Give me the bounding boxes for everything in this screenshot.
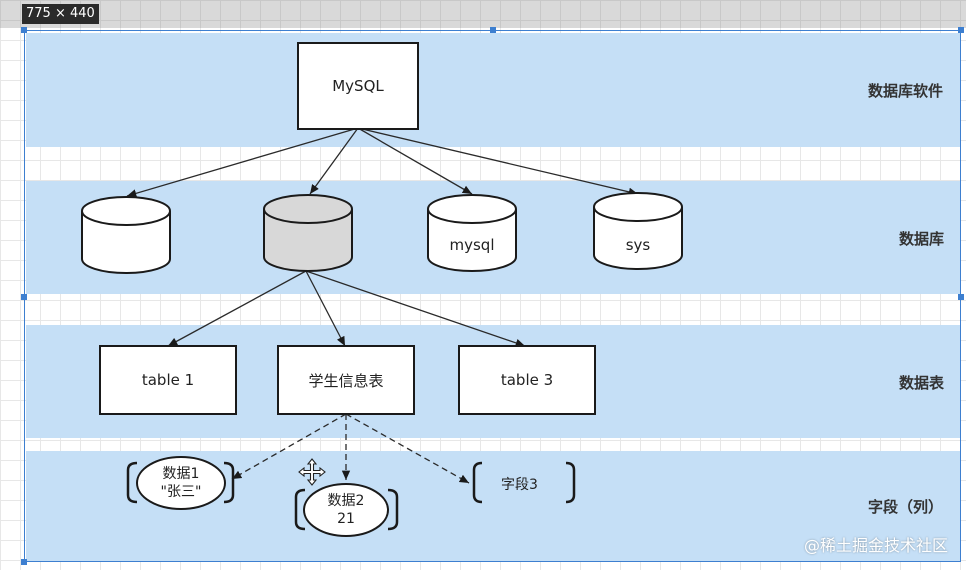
edge-student-data1	[231, 413, 347, 480]
database-label-mysql: mysql	[449, 236, 495, 254]
size-badge: 775 × 440	[22, 4, 99, 24]
resize-handle-top-right[interactable]	[958, 27, 964, 33]
resize-handle-left[interactable]	[21, 294, 27, 300]
layer-label-table: 数据表	[899, 374, 945, 392]
resize-handle-top-left[interactable]	[21, 27, 27, 33]
edge-mysql-db1	[126, 127, 359, 198]
canvas-ruler	[0, 0, 966, 28]
band-software	[26, 33, 961, 147]
mysql-label: MySQL	[332, 77, 384, 95]
table-node-student[interactable]: 学生信息表	[277, 345, 415, 415]
field-3-brackets	[472, 461, 576, 504]
mysql-software-node[interactable]: MySQL	[297, 42, 419, 130]
database-label-sys: sys	[625, 236, 651, 254]
edge-db2-table3	[305, 270, 526, 347]
table-label-3: table 3	[500, 371, 554, 389]
field-data2-name: 数据2	[327, 493, 365, 509]
field-3-label: 字段3	[501, 477, 538, 493]
edge-mysql-db2	[309, 127, 359, 195]
edge-student-field3	[345, 413, 470, 484]
layer-label-field: 字段（列）	[868, 498, 944, 516]
table-node-1[interactable]: table 1	[99, 345, 237, 415]
layer-label-software: 数据库软件	[868, 82, 944, 100]
field-data2-text: 数据2 21	[304, 492, 388, 528]
resize-handle-bottom-left[interactable]	[21, 559, 27, 565]
database-cylinder-sys	[593, 192, 683, 270]
watermark: @稀土掘金技术社区	[803, 536, 948, 555]
field-data2-value: 21	[337, 511, 355, 527]
table-node-3[interactable]: table 3	[458, 345, 596, 415]
table-label-1: table 1	[141, 371, 195, 389]
edge-mysql-sys	[357, 127, 639, 196]
database-cylinder-mysql	[427, 194, 517, 272]
resize-handle-right[interactable]	[958, 294, 964, 300]
layer-label-database: 数据库	[899, 230, 945, 248]
database-cylinder-2	[263, 194, 353, 272]
edge-db2-student	[305, 270, 346, 347]
database-cylinder-1	[81, 196, 171, 274]
move-cursor-icon	[298, 458, 326, 486]
edge-db2-table1	[167, 270, 307, 347]
field-data2-shape	[294, 483, 399, 537]
table-label-student: 学生信息表	[308, 371, 384, 390]
resize-handle-top[interactable]	[490, 27, 496, 33]
edge-mysql-mysqldb	[357, 127, 473, 195]
field-data1-value: "张三"	[160, 484, 202, 500]
field-data1-shape	[126, 456, 235, 510]
field-data1-text: 数据1 "张三"	[137, 465, 225, 501]
field-data1-name: 数据1	[162, 466, 200, 482]
